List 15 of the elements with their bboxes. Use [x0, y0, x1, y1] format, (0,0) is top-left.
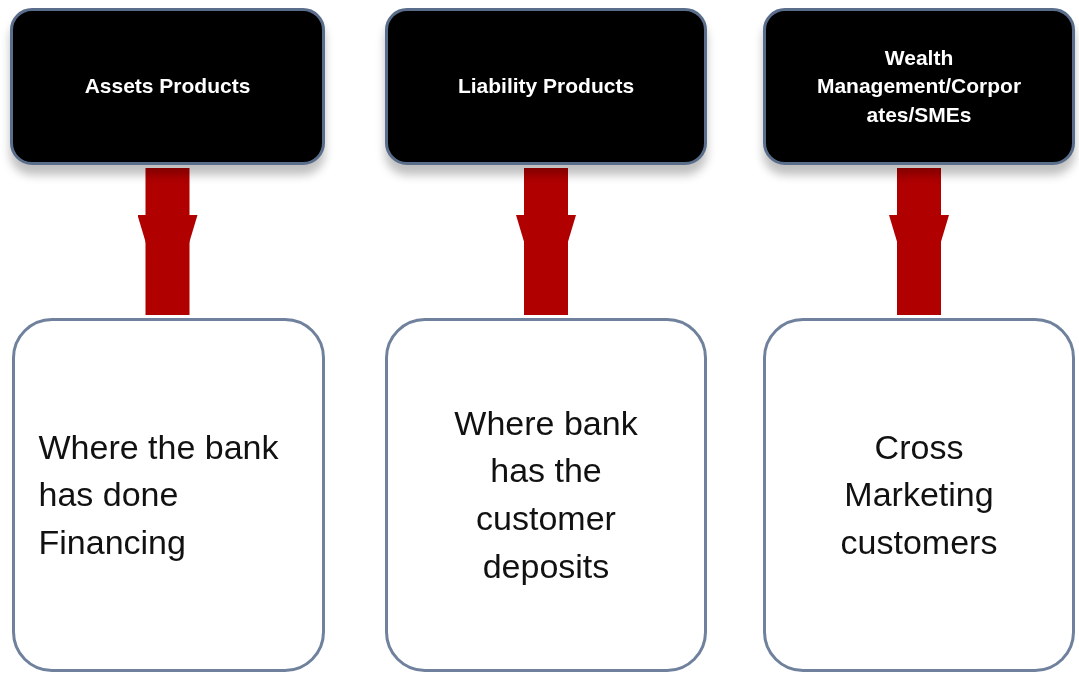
- description-box: [763, 318, 1075, 672]
- box-text: Wealth Management/Corpor ates/SMEs: [815, 45, 1023, 128]
- description-box: [385, 318, 707, 672]
- category-box: [763, 8, 1075, 165]
- category-box: [385, 8, 707, 165]
- box-text: Assets Products: [84, 73, 251, 100]
- down-arrow: [889, 168, 949, 315]
- category-box: [10, 8, 325, 165]
- down-arrow: [516, 168, 576, 315]
- description-box: [12, 318, 325, 672]
- box-text: Where bank has the customer deposits: [453, 402, 639, 587]
- box-text: Liability Products: [457, 73, 635, 100]
- down-arrow: [137, 168, 198, 315]
- box-text: Where the bank has done Financing: [38, 426, 280, 563]
- box-text: Cross Marketing customers: [839, 426, 999, 563]
